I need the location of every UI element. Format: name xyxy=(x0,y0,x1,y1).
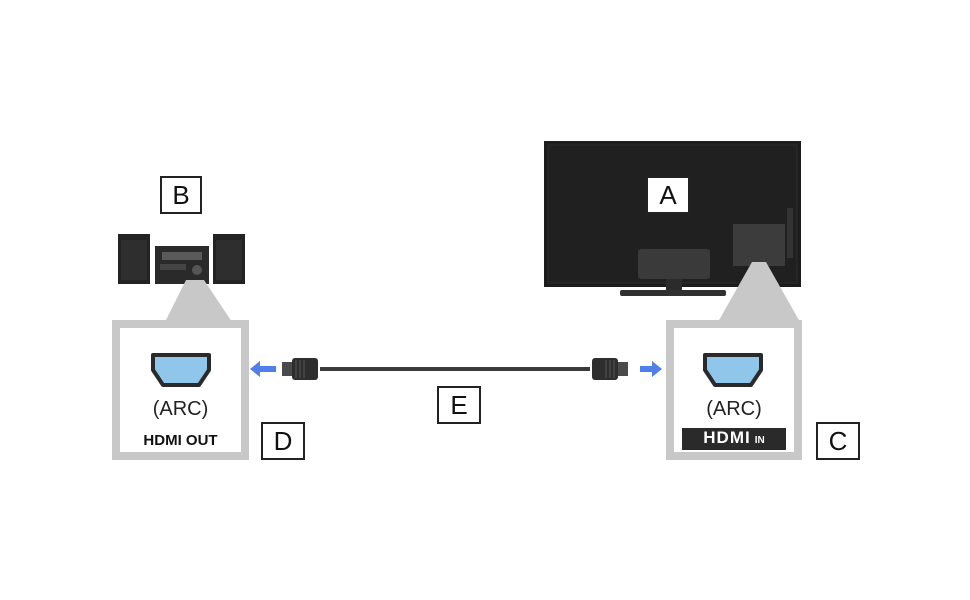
hdmi-out-label: HDMI OUT xyxy=(143,432,218,449)
hdmi-port-icon xyxy=(151,353,211,387)
tv-hdmi-panel: (ARC) HDMI IN xyxy=(666,320,802,460)
receiver-arc-label: (ARC) xyxy=(152,398,209,420)
receiver-callout xyxy=(165,280,232,322)
tv-arc-label: (ARC) xyxy=(706,398,762,420)
label-a: A xyxy=(646,176,690,214)
audio-system-icon xyxy=(118,234,245,284)
hdmi-in-main-text: HDMI xyxy=(703,428,751,447)
label-d: D xyxy=(261,422,305,460)
tv-callout xyxy=(718,262,800,322)
hdmi-cable-icon xyxy=(282,358,628,380)
label-b: B xyxy=(160,176,202,214)
arrow-left-icon xyxy=(250,361,276,377)
label-c: C xyxy=(816,422,860,460)
hdmi-port-icon xyxy=(703,353,763,387)
receiver-hdmi-panel: (ARC) HDMI OUT xyxy=(112,320,249,460)
label-e: E xyxy=(437,386,481,424)
arrow-right-icon xyxy=(640,361,662,377)
hdmi-in-sub-text: IN xyxy=(754,435,765,446)
hdmi-in-badge: HDMI IN xyxy=(682,428,786,450)
tv-icon xyxy=(544,141,801,296)
